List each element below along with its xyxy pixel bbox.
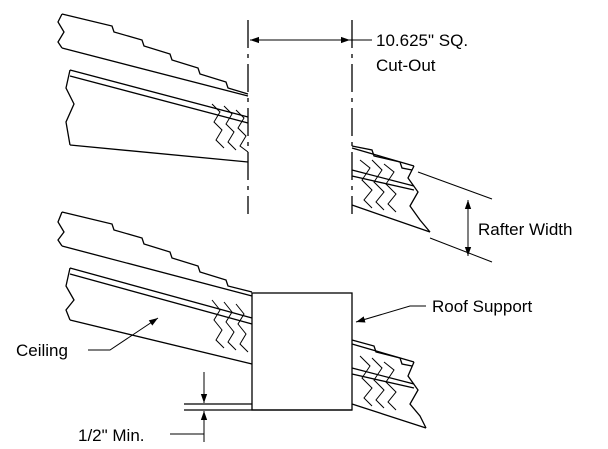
- cutout-dimension-label: 10.625" SQ.: [376, 31, 468, 50]
- cutout-word-label: Cut-Out: [376, 56, 436, 75]
- roof-support-box: [251, 292, 353, 411]
- lower-left-roof-section: [57, 211, 253, 365]
- cutout-centerlines: [247, 20, 353, 214]
- ceiling-leader: [88, 317, 159, 351]
- ceiling-label: Ceiling: [16, 341, 68, 360]
- rafter-width-dimension: [417, 171, 493, 263]
- rafter-width-label: Rafter Width: [478, 220, 572, 239]
- half-inch-min-dimension: [170, 372, 208, 442]
- upper-left-roof-section: [57, 13, 249, 163]
- upper-right-roof-section: [351, 145, 431, 233]
- lower-right-roof-section: [351, 339, 427, 429]
- roof-support-label: Roof Support: [432, 297, 532, 316]
- half-inch-min-label: 1/2" Min.: [78, 426, 145, 445]
- roof-support-leader: [355, 305, 426, 323]
